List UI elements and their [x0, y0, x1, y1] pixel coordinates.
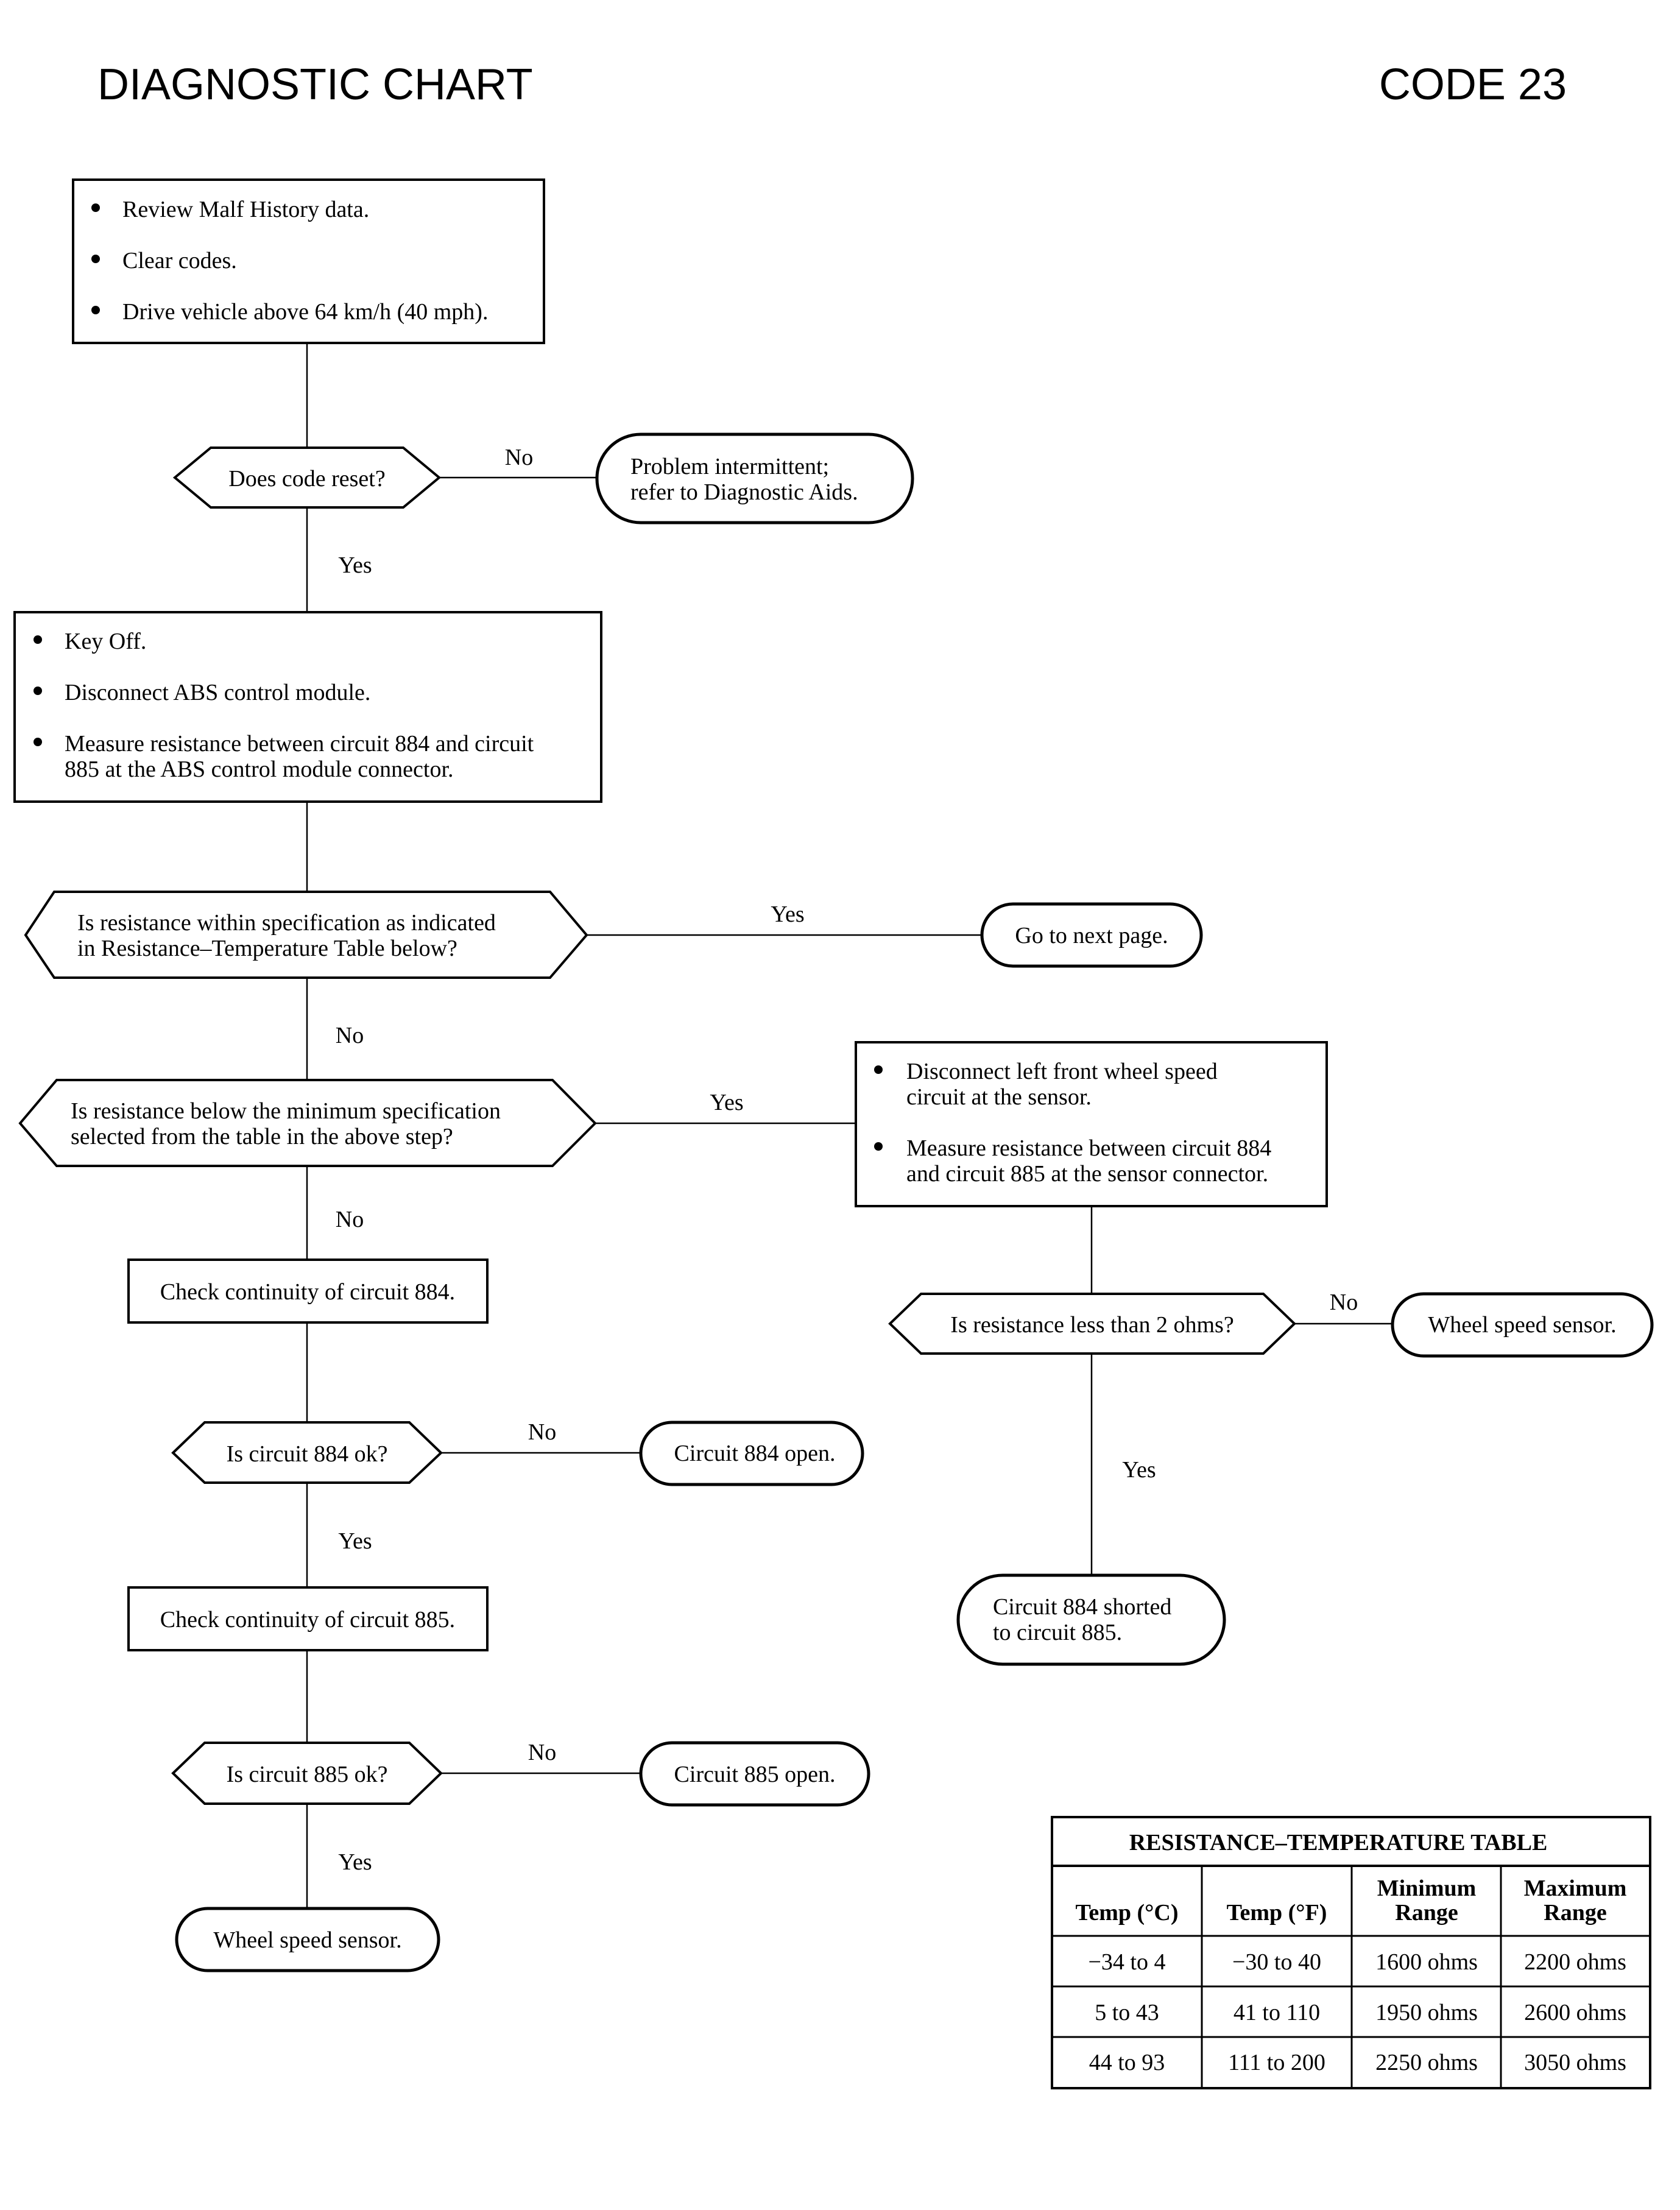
bullet: [34, 687, 42, 695]
table-cell: 5 to 43: [1095, 2000, 1159, 2025]
decision-resistance-below-min: Is resistance below the minimum specific…: [18, 1079, 597, 1167]
terminal-text: Wheel speed sensor.: [213, 1927, 401, 1953]
table-header: Temp (°F): [1227, 1900, 1327, 1926]
table-header: Minimum: [1377, 1876, 1477, 1901]
label-yes: Yes: [338, 1849, 372, 1875]
step-text: and circuit 885 at the sensor connector.: [906, 1161, 1268, 1187]
table-cell: 44 to 93: [1089, 2050, 1165, 2075]
label-no: No: [505, 445, 533, 470]
label-no: No: [336, 1207, 364, 1232]
table-header: Maximum: [1524, 1876, 1627, 1901]
terminal-text: Circuit 885 open.: [674, 1762, 836, 1787]
table-cell: 1950 ohms: [1375, 2000, 1478, 2025]
terminal-text: Go to next page.: [1015, 923, 1168, 948]
step-text: Review Malf History data.: [122, 197, 369, 222]
terminal-text: Circuit 884 open.: [674, 1441, 836, 1466]
label-no: No: [528, 1419, 556, 1445]
decision-text: Is circuit 885 ok?: [227, 1762, 388, 1787]
chart-title: DIAGNOSTIC CHART: [97, 60, 533, 109]
terminal-text: Circuit 884 shorted: [993, 1594, 1171, 1620]
decision-text: Is resistance less than 2 ohms?: [950, 1312, 1234, 1338]
step-text: Check continuity of circuit 885.: [160, 1607, 455, 1633]
terminal-problem-intermittent: Problem intermittent; refer to Diagnosti…: [595, 432, 914, 524]
bullet: [874, 1142, 883, 1151]
step-text: Drive vehicle above 64 km/h (40 mph).: [122, 299, 488, 325]
label-yes: Yes: [710, 1090, 743, 1115]
table-cell: −30 to 40: [1232, 1949, 1321, 1975]
terminal-text: refer to Diagnostic Aids.: [630, 479, 858, 505]
bullet: [34, 635, 42, 644]
table-cell: 2200 ohms: [1524, 1949, 1626, 1975]
decision-text: Is resistance below the minimum specific…: [71, 1098, 501, 1124]
decision-text: Is resistance within specification as in…: [77, 910, 496, 936]
bullet: [34, 738, 42, 746]
decision-text: Does code reset?: [228, 466, 385, 492]
decision-resistance-within-spec: Is resistance within specification as in…: [24, 891, 588, 979]
table-cell: 3050 ohms: [1524, 2050, 1626, 2075]
step-box-disconnect-module: Key Off. Disconnect ABS control module. …: [13, 611, 602, 803]
table-cell: 2250 ohms: [1375, 2050, 1478, 2075]
terminal-circuit-885-open: Circuit 885 open.: [639, 1741, 870, 1807]
terminal-wheel-speed-sensor: Wheel speed sensor.: [1391, 1292, 1654, 1358]
step-text: Disconnect ABS control module.: [65, 680, 370, 705]
bullet: [874, 1065, 883, 1074]
table-cell: 2600 ohms: [1524, 2000, 1626, 2025]
connectors: [306, 343, 1392, 1908]
bullet: [91, 203, 100, 212]
table-title: RESISTANCE–TEMPERATURE TABLE: [1129, 1830, 1548, 1855]
connector-labels: No Yes Yes No Yes No No Yes No Yes No Ye…: [336, 445, 1358, 1875]
resistance-temperature-table: RESISTANCE–TEMPERATURE TABLE Temp (°C) T…: [1051, 1816, 1651, 2089]
step-text: Measure resistance between circuit 884 a…: [65, 731, 534, 757]
table-header: Temp (°C): [1076, 1900, 1179, 1926]
terminal-text: Wheel speed sensor.: [1428, 1312, 1616, 1338]
step-text: Clear codes.: [122, 248, 237, 274]
decision-text: in Resistance–Temperature Table below?: [77, 936, 457, 961]
table-cell: 1600 ohms: [1375, 1949, 1478, 1975]
terminal-text: Problem intermittent;: [630, 454, 829, 479]
bullet: [91, 255, 100, 263]
table-header: Range: [1395, 1900, 1458, 1926]
terminal-circuit-884-shorted: Circuit 884 shorted to circuit 885.: [956, 1573, 1226, 1666]
label-no: No: [336, 1023, 364, 1048]
terminal-go-to-next-page: Go to next page.: [980, 902, 1203, 968]
terminal-text: to circuit 885.: [993, 1620, 1122, 1645]
table-header: Range: [1544, 1900, 1606, 1926]
decision-circuit-885-ok: Is circuit 885 ok?: [171, 1742, 443, 1805]
decision-code-reset: Does code reset?: [172, 447, 442, 509]
decision-text: Is circuit 884 ok?: [227, 1441, 388, 1467]
table-cell: 111 to 200: [1228, 2050, 1325, 2075]
decision-less-than-2-ohms: Is resistance less than 2 ohms?: [888, 1293, 1296, 1355]
code-number: CODE 23: [1379, 60, 1567, 109]
bullet: [91, 306, 100, 314]
label-yes: Yes: [338, 552, 372, 578]
label-yes: Yes: [771, 902, 804, 927]
step-text: 885 at the ABS control module connector.: [65, 757, 454, 782]
step-text: circuit at the sensor.: [906, 1084, 1092, 1110]
step-text: Measure resistance between circuit 884: [906, 1135, 1271, 1161]
step-text: Key Off.: [65, 629, 146, 654]
terminal-circuit-884-open: Circuit 884 open.: [639, 1421, 864, 1486]
step-text: Check continuity of circuit 884.: [160, 1279, 455, 1305]
step-box-check-884: Check continuity of circuit 884.: [127, 1259, 489, 1324]
label-no: No: [528, 1740, 556, 1765]
step-text: Disconnect left front wheel speed: [906, 1059, 1218, 1084]
step-box-disconnect-sensor: Disconnect left front wheel speed circui…: [855, 1041, 1328, 1207]
decision-text: selected from the table in the above ste…: [71, 1124, 453, 1149]
decision-circuit-884-ok: Is circuit 884 ok?: [171, 1421, 443, 1484]
label-yes: Yes: [338, 1528, 372, 1554]
label-yes: Yes: [1122, 1457, 1156, 1483]
table-cell: 41 to 110: [1234, 2000, 1320, 2025]
label-no: No: [1330, 1290, 1358, 1315]
step-box-review-history: Review Malf History data. Clear codes. D…: [72, 178, 545, 344]
step-box-check-885: Check continuity of circuit 885.: [127, 1586, 489, 1651]
table-cell: −34 to 4: [1089, 1949, 1166, 1975]
terminal-wheel-speed-sensor-final: Wheel speed sensor.: [175, 1907, 440, 1972]
